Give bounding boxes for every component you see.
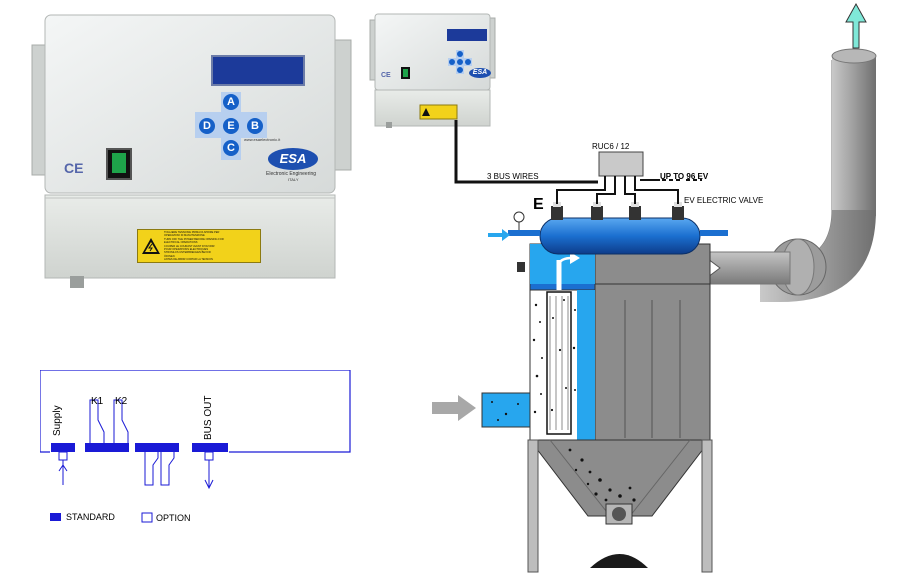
warning-triangle-icon	[142, 238, 160, 254]
ce-mark: CE	[64, 160, 84, 176]
power-switch-rocker	[112, 153, 126, 173]
legend-standard-label: STANDARD	[66, 512, 115, 522]
module-label: RUC6 / 12	[592, 142, 630, 151]
warning-line: ELECTRICAL OPERATIONS	[164, 241, 198, 245]
ev-valve-label: EV ELECTRIC VALVE	[684, 196, 764, 205]
warning-line: OPERAZIONI DI MANUTENZIONE	[164, 234, 205, 238]
small-ce-mark: CE	[381, 72, 391, 79]
key-up[interactable]: A	[223, 94, 239, 110]
keypad: A D E B C	[195, 92, 267, 160]
key-center[interactable]: E	[223, 118, 239, 134]
brand-country: ITALY	[288, 177, 299, 182]
warning-line: POUR OPERATIONS ELECTRIQUES	[164, 248, 209, 252]
warning-line: TOGLIERE TENSIONE PRIMA DI APRIRE PER	[164, 231, 220, 234]
up-to-label: UP TO 96 EV	[660, 172, 709, 181]
key-left[interactable]: D	[199, 118, 215, 134]
dust-collector-system	[420, 0, 900, 580]
power-switch[interactable]	[106, 148, 132, 180]
bus-out-label: BUS OUT	[203, 395, 214, 440]
bus-wires-label: 3 BUS WIRES	[487, 172, 539, 181]
website-label: www.esaelectronic.it	[244, 137, 281, 142]
esa-logo: ESA	[268, 148, 318, 170]
warning-label: TOGLIERE TENSIONE PRIMA DI APRIRE PER OP…	[137, 229, 261, 263]
warning-line: STROMLOS UNTERBRECHEN BEVOR	[164, 251, 211, 255]
schematic-graphic	[39, 369, 351, 523]
key-down[interactable]: C	[223, 140, 239, 156]
small-controller	[368, 12, 496, 130]
dust-collector-graphic	[432, 2, 877, 573]
small-esa-logo: ESA	[469, 68, 491, 78]
warning-line: ANTES DE ABRIR CORTAR LA TENSION	[164, 258, 213, 262]
warning-line: ÖFFNEN	[164, 254, 175, 258]
controller-display	[211, 55, 305, 86]
small-controller-graphic	[369, 13, 496, 128]
tank-label: E	[533, 196, 544, 213]
warning-text-block: TOGLIERE TENSIONE PRIMA DI APRIRE PER OP…	[164, 231, 258, 262]
warning-line: COUPER LE COURANT AVANT D'OUVRIR	[164, 244, 215, 248]
warning-line: TURN OFF THE POWER BEFORE OPENING FOR	[164, 237, 224, 241]
k2-label: K2	[115, 396, 128, 407]
legend-option-label: OPTION	[156, 513, 191, 523]
terminal-schematic	[39, 369, 352, 540]
key-right[interactable]: B	[247, 118, 263, 134]
k1-label: K1	[91, 396, 104, 407]
brand-tagline: Electronic Engineering	[266, 171, 317, 177]
supply-label: Supply	[52, 405, 63, 436]
